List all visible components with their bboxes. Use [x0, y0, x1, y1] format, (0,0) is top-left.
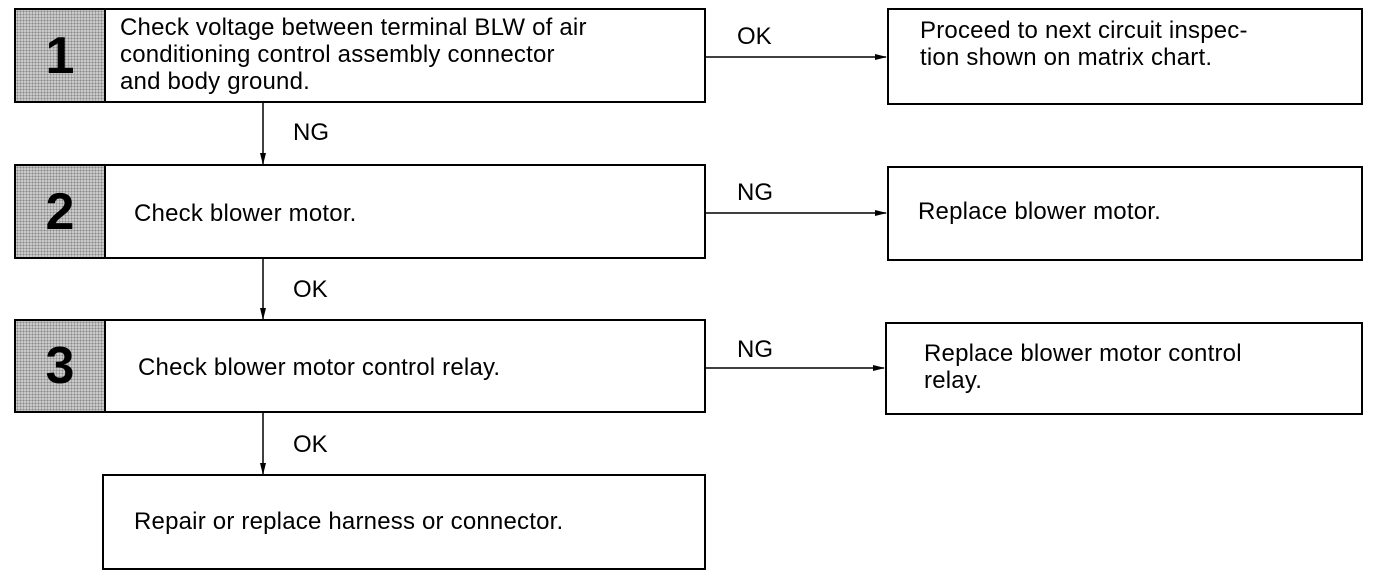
flow-label-step2-to-step3: OK: [293, 276, 328, 303]
step-2-text: Check blower motor.: [134, 200, 357, 227]
step-2-box: [14, 164, 706, 259]
step-3-box: [14, 319, 706, 413]
result-text-next-inspection: Proceed to next circuit inspec- tion sho…: [920, 17, 1248, 71]
result-text-replace-blower-motor: Replace blower motor.: [918, 198, 1161, 225]
branch-label-step3: NG: [737, 336, 773, 363]
flow-label-step3-to-final: OK: [293, 431, 328, 458]
step-2-number-badge: 2: [14, 164, 106, 259]
branch-label-step2: NG: [737, 179, 773, 206]
result-box-next-inspection: [887, 8, 1363, 105]
step-3-text: Check blower motor control relay.: [138, 354, 501, 381]
step-1-text: Check voltage between terminal BLW of ai…: [120, 14, 587, 95]
step-3-number-badge: 3: [14, 319, 106, 413]
result-text-replace-relay: Replace blower motor control relay.: [924, 340, 1242, 394]
step-1-box: [14, 8, 706, 103]
final-action-text: Repair or replace harness or connector.: [134, 508, 564, 535]
result-box-replace-blower-motor: [887, 166, 1363, 261]
final-action-box: [102, 474, 706, 570]
result-box-replace-relay: [885, 322, 1363, 415]
flow-label-step1-to-step2: NG: [293, 119, 329, 146]
branch-label-step1: OK: [737, 23, 772, 50]
step-1-number-badge: 1: [14, 8, 106, 103]
